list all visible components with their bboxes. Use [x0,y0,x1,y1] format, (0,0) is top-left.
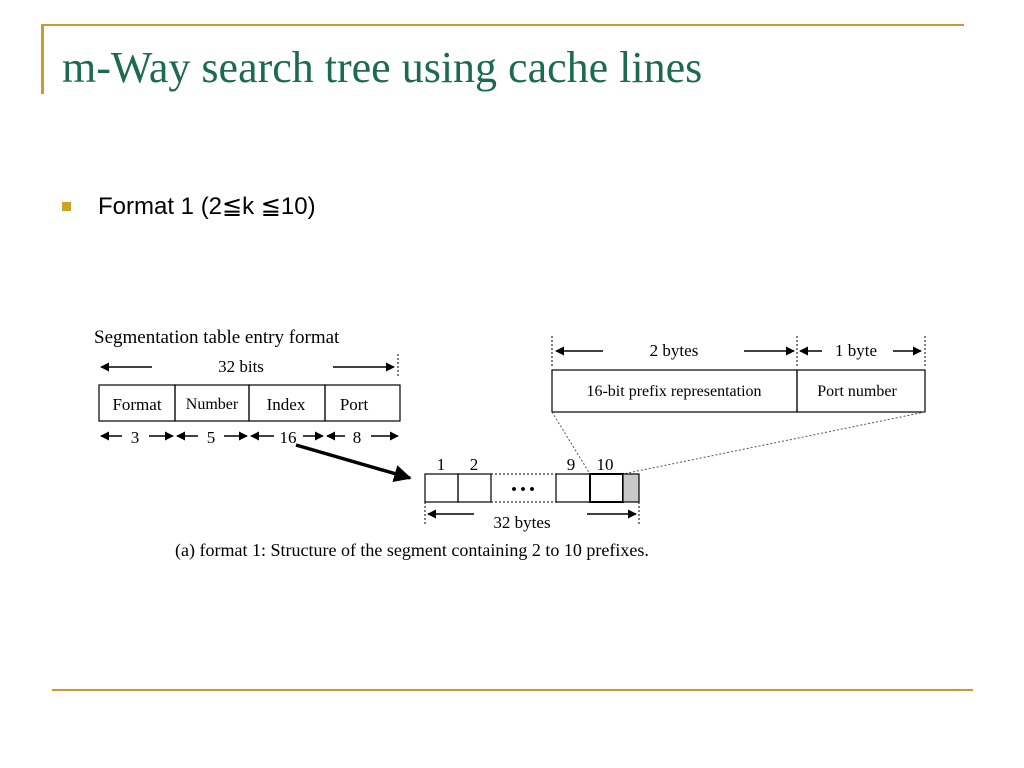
segment-label-2: 2 [470,455,479,474]
slide-title: m-Way search tree using cache lines [62,43,703,92]
field-bits-format: 3 [131,428,140,447]
segment-label-1: 1 [437,455,446,474]
segment-label-10: 10 [597,455,614,474]
segment-label-9: 9 [567,455,576,474]
segment-cell-1 [424,473,459,503]
zoom-line-left [551,411,591,475]
segment-cell-10 [589,473,624,503]
field-bits-number: 5 [207,428,216,447]
prefix-box-label: 16-bit prefix representation [586,383,761,400]
field-bits-index: 16 [280,428,297,447]
prefix-bytes-label: 2 bytes [650,341,699,360]
port-box [796,369,926,413]
entry-format-title: Segmentation table entry format [94,327,340,348]
bullet-square-icon [62,202,71,211]
port-bytes-label: 1 byte [835,341,877,360]
index-pointer-arrow [295,443,412,483]
entry-width-label: 32 bits [218,357,264,376]
segment-ellipsis: • • • [511,482,534,498]
frame-left-rule [41,24,44,94]
port-box-label: Port number [817,383,897,400]
segment-cell-9 [555,473,591,503]
segment-size-label: 32 bytes [493,513,550,532]
segment-cell-shaded [622,473,640,503]
field-name-port: Port [340,395,369,414]
bullet-item: Format 1 (2≦k ≦10) [62,192,316,221]
field-bits-port: 8 [353,428,362,447]
field-name-number: Number [186,396,239,413]
segment-cell-2 [457,473,492,503]
frame-top-rule [41,24,964,26]
field-name-format: Format [112,395,161,414]
bullet-text: Format 1 (2≦k ≦10) [98,193,316,220]
zoom-line-right [622,411,926,475]
footer-rule [52,689,973,691]
field-box-port [324,384,401,422]
diagram-caption: (a) format 1: Structure of the segment c… [175,540,649,561]
field-name-index: Index [267,395,306,414]
